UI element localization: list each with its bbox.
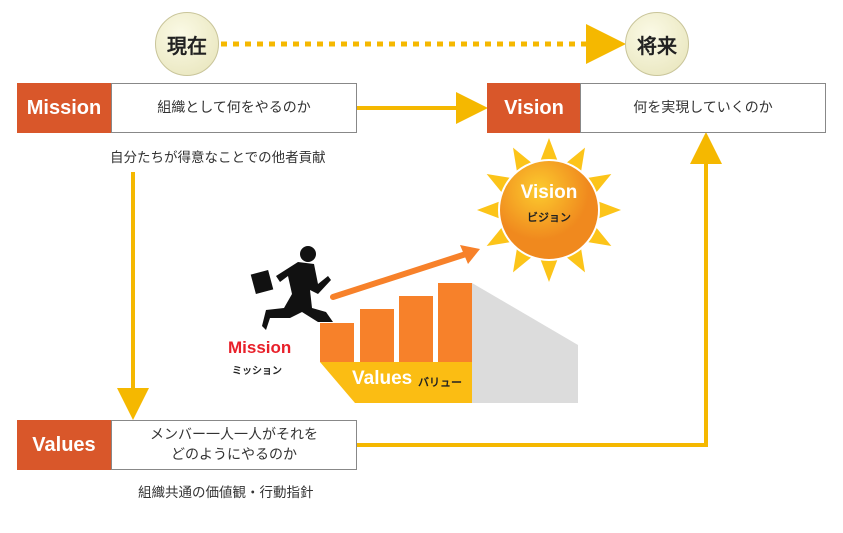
step-1 — [320, 323, 354, 362]
mission-note: 自分たちが得意なことでの他者貢献 — [110, 150, 326, 166]
values-base — [320, 362, 472, 403]
mission-desc: 組織として何をやるのか — [157, 100, 311, 116]
illustration-values-sub: バリュー — [418, 376, 462, 389]
mission-desc-box: 組織として何をやるのか — [111, 83, 357, 133]
illustration-mission-title: Mission — [228, 338, 292, 357]
step-2 — [360, 309, 394, 362]
sun-ray — [593, 199, 621, 221]
values-desc-line1: メンバー一人一人がそれを — [150, 427, 318, 443]
illustration-values-title: Values — [352, 368, 413, 389]
now-badge: 現在 — [155, 12, 219, 76]
sun-title: Vision — [520, 182, 578, 203]
now-label: 現在 — [167, 33, 207, 58]
stair-shadow — [472, 283, 578, 403]
values-desc-box: メンバー一人一人がそれをどのようにやるのか — [111, 420, 357, 470]
mission-label: Mission — [17, 83, 111, 133]
illustration-mission-sub: ミッション — [232, 366, 282, 377]
future-badge: 将来 — [625, 12, 689, 76]
sun-icon — [477, 138, 621, 282]
future-label: 将来 — [637, 33, 677, 58]
businessman-icon — [250, 246, 333, 330]
values-to-vision-arrow — [357, 132, 722, 447]
values-label: Values — [17, 420, 111, 470]
growth-arrow — [330, 251, 469, 300]
sun-ray — [477, 199, 505, 221]
vision-label: Vision — [487, 83, 581, 133]
growth-arrowhead — [460, 245, 480, 264]
values-note: 組織共通の価値観・行動指針 — [138, 485, 314, 501]
sun-ray — [538, 138, 560, 166]
vision-desc-box: 何を実現していくのか — [580, 83, 826, 133]
vision-desc: 何を実現していくのか — [633, 100, 773, 116]
step-4 — [438, 283, 472, 362]
sun-ray — [538, 254, 560, 282]
values-desc-line2: どのようにやるのか — [171, 447, 297, 463]
step-3 — [399, 296, 433, 362]
sun-subtitle: ビジョン — [527, 211, 571, 224]
